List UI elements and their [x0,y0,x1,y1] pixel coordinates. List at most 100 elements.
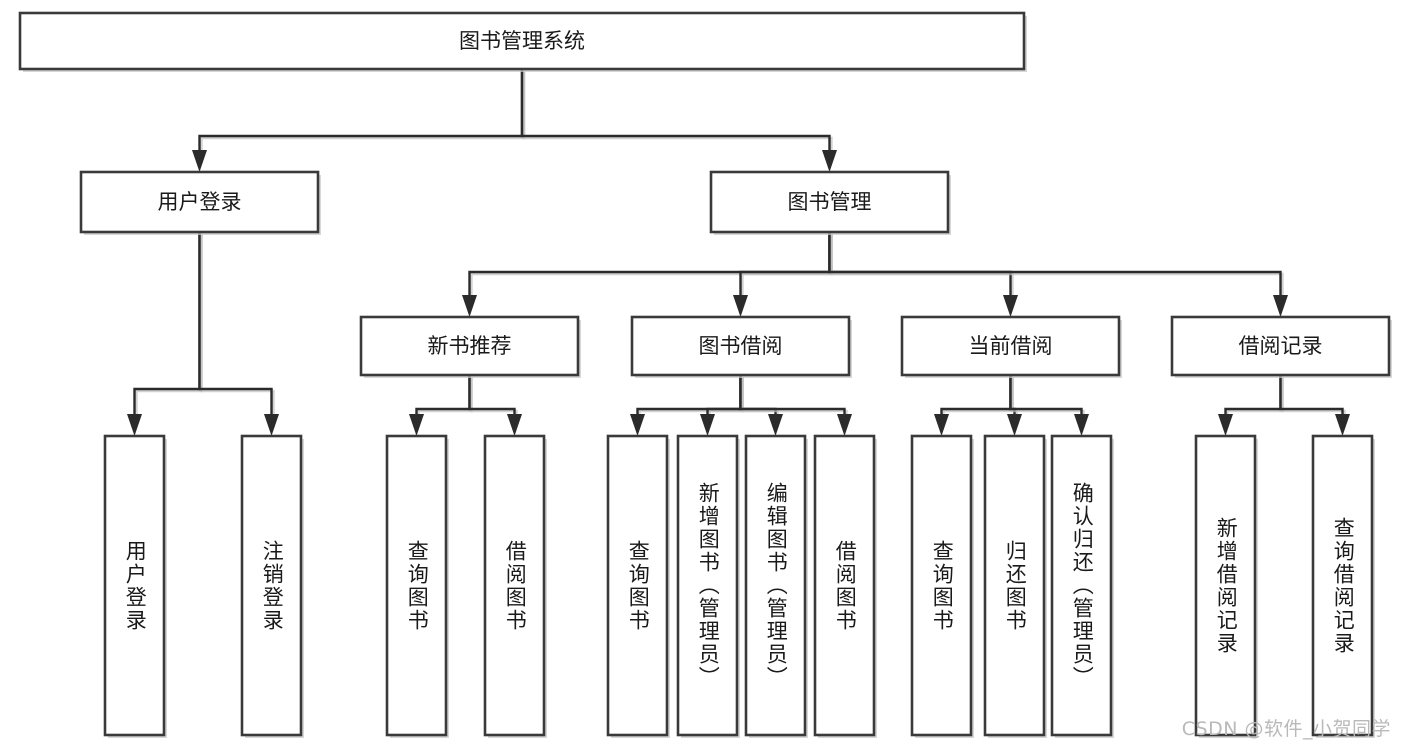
node-box[interactable] [709,170,950,234]
node-login[interactable] [79,170,321,235]
connector-shadow [1011,377,1085,416]
connector-shadow [470,377,518,416]
connector-line [739,375,846,414]
node-root[interactable] [18,11,1027,72]
connector-login-to-leaf-login-2 [198,232,279,436]
connector-newbook-to-leaf-newbook-2 [468,375,522,436]
node-box[interactable] [983,434,1046,737]
node-box[interactable] [1050,434,1113,737]
arrow-head-icon [127,414,142,436]
connector-line [520,69,831,150]
arrow-head-icon [733,295,748,317]
node-leaf-current-1[interactable] [910,434,974,738]
node-bookmgr[interactable] [709,170,951,235]
arrow-head-icon [462,295,477,317]
node-box[interactable] [240,434,303,737]
connector-shadow [200,234,275,416]
node-label-record: 借阅记录 [1239,334,1323,358]
node-box[interactable] [813,434,876,737]
connector-record-to-leaf-record-1 [1218,375,1284,436]
nodes-layer [18,11,1392,738]
node-box[interactable] [483,434,546,737]
node-box[interactable] [385,434,448,737]
node-leaf-login-1[interactable] [103,434,167,738]
connector-borrow-to-leaf-borrow-1 [630,375,744,436]
connector-shadow [830,234,1284,297]
connector-line [415,375,471,414]
connector-shadow [200,71,526,152]
node-leaf-newbook-2[interactable] [483,434,547,738]
connector-root-to-login [192,69,526,172]
node-borrow[interactable] [630,315,852,378]
node-box[interactable] [1311,434,1374,737]
node-box[interactable] [744,434,807,737]
connector-borrow-to-leaf-borrow-2 [700,375,744,436]
connector-line [739,232,831,295]
node-label-current: 当前借阅 [969,334,1053,358]
node-leaf-current-3[interactable] [1050,434,1114,738]
node-label-root: 图书管理系统 [459,29,585,53]
arrow-head-icon [1218,414,1233,436]
arrow-head-icon [1273,295,1288,317]
connector-line [468,232,831,295]
connector-line [1224,375,1282,414]
node-leaf-borrow-4[interactable] [813,434,877,738]
node-box[interactable] [630,315,851,377]
node-box[interactable] [103,434,166,737]
arrow-head-icon [1074,414,1089,436]
node-record[interactable] [1170,315,1392,378]
node-label-bookmgr: 图书管理 [788,190,872,214]
node-leaf-record-2[interactable] [1311,434,1375,738]
node-box[interactable] [606,434,669,737]
arrow-head-icon [507,414,522,436]
connector-shadow [1281,377,1346,416]
node-box[interactable] [676,434,739,737]
arrow-head-icon [264,414,279,436]
node-box[interactable] [359,315,580,377]
connector-current-to-leaf-current-3 [1009,375,1089,436]
node-label-borrow: 图书借阅 [699,334,783,358]
arrow-head-icon [1007,414,1022,436]
node-label-login: 用户登录 [158,190,242,214]
connector-shadow [741,377,848,416]
node-leaf-login-2[interactable] [240,434,304,738]
node-leaf-current-2[interactable] [983,434,1047,738]
connector-borrow-to-leaf-borrow-4 [739,375,852,436]
node-box[interactable] [910,434,973,737]
node-leaf-borrow-3[interactable] [744,434,808,738]
connector-login-to-leaf-login-1 [127,232,203,436]
node-leaf-borrow-1[interactable] [606,434,670,738]
connector-newbook-to-leaf-newbook-1 [409,375,473,436]
node-box[interactable] [900,315,1121,377]
node-box[interactable] [79,170,320,234]
node-box[interactable] [18,11,1026,71]
arrow-head-icon [822,150,837,172]
node-leaf-borrow-2[interactable] [676,434,740,738]
arrow-head-icon [1003,295,1018,317]
connector-current-to-leaf-current-2 [1007,375,1022,436]
connector-shadow [830,234,1014,297]
node-current[interactable] [900,315,1122,378]
node-leaf-newbook-1[interactable] [385,434,449,738]
connector-line [133,232,201,414]
connector-line [468,375,516,414]
connector-shadow [741,234,833,297]
edges-layer [127,69,1350,436]
arrow-head-icon [192,150,207,172]
connector-line [828,232,1282,295]
connector-line [940,375,1012,414]
connector-shadow [522,71,833,152]
arrow-head-icon [630,414,645,436]
node-box[interactable] [1194,434,1257,737]
node-newbook[interactable] [359,315,581,378]
connector-current-to-leaf-current-1 [934,375,1014,436]
connector-shadow [470,234,833,297]
node-box[interactable] [1170,315,1391,377]
connector-line [706,375,742,414]
arrow-head-icon [700,414,715,436]
connector-line [828,232,1012,295]
node-leaf-record-1[interactable] [1194,434,1258,738]
node-label-newbook: 新书推荐 [428,334,512,358]
connector-line [1009,375,1083,414]
